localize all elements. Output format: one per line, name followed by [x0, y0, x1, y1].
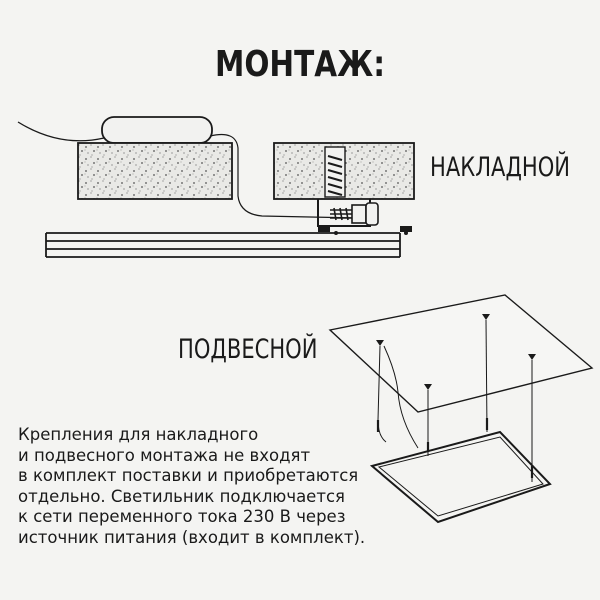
note-line: отдельно. Светильник подключается	[18, 486, 345, 506]
ceiling-block-left	[77, 142, 233, 200]
led-panel-frame	[369, 430, 552, 524]
note-line: Крепления для накладного	[18, 425, 259, 444]
note-line: в комплект поставки и приобретаются	[18, 466, 359, 485]
suspension-cables	[377, 319, 533, 482]
screw-thread	[327, 155, 343, 196]
note-line: и подвесного монтажа не входят	[18, 445, 311, 465]
bracket-screw	[330, 202, 379, 226]
power-cord	[17, 121, 105, 142]
ceiling-plane	[328, 294, 594, 413]
note-line: к сети переменного тока 230 В через	[18, 507, 346, 526]
page-title: МОНТАЖ:	[214, 44, 386, 85]
led-panel-side	[45, 232, 401, 258]
surface-mount-label: НАКЛАДНОЙ	[430, 152, 571, 183]
installation-note: Крепления для накладного и подвесного мо…	[18, 425, 378, 548]
connection-wire	[209, 133, 359, 219]
ceiling-anchors	[376, 314, 536, 390]
suspended-mount-label: ПОДВЕСНОЙ	[178, 334, 318, 365]
note-line: источник питания (входит в комплект).	[18, 527, 366, 547]
